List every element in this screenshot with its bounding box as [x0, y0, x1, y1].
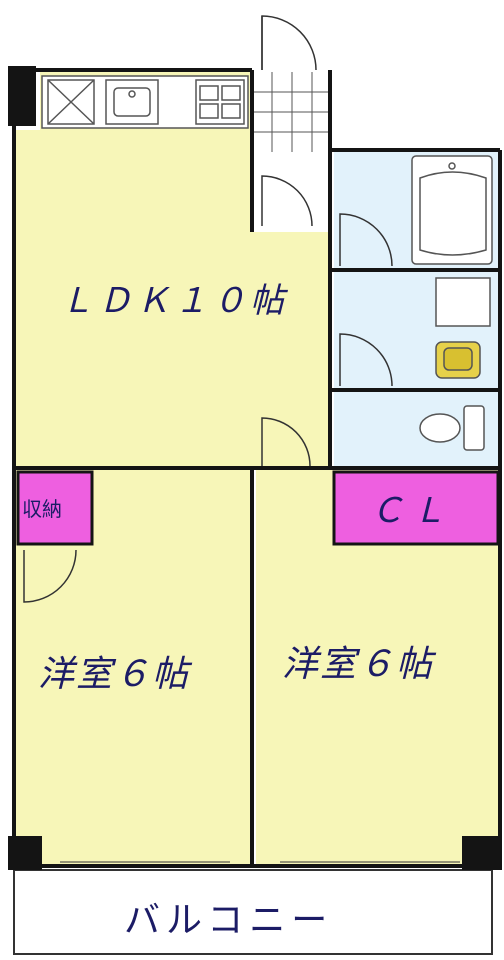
walls — [12, 68, 502, 868]
kitchen-counter — [41, 75, 249, 129]
ldk-label: ＬＤＫ１０帖 — [60, 281, 289, 321]
storage-label: 収納 — [22, 497, 62, 521]
hall-floor — [252, 152, 330, 232]
closet-label: ＣＬ — [370, 491, 454, 531]
toilet-fixture — [419, 405, 485, 451]
western-room-left-label: 洋室６帖 — [38, 654, 193, 695]
western-room-right-label: 洋室６帖 — [282, 644, 437, 685]
door-swings — [23, 175, 393, 603]
bathtub — [411, 155, 493, 265]
storage-closet — [16, 470, 94, 546]
balcony-label: バルコニー — [124, 900, 333, 941]
entrance-door — [261, 15, 317, 71]
columns — [8, 66, 502, 870]
washroom-fixtures — [435, 277, 491, 379]
balcony-floor — [13, 869, 493, 955]
genkan-tiles — [252, 72, 330, 152]
